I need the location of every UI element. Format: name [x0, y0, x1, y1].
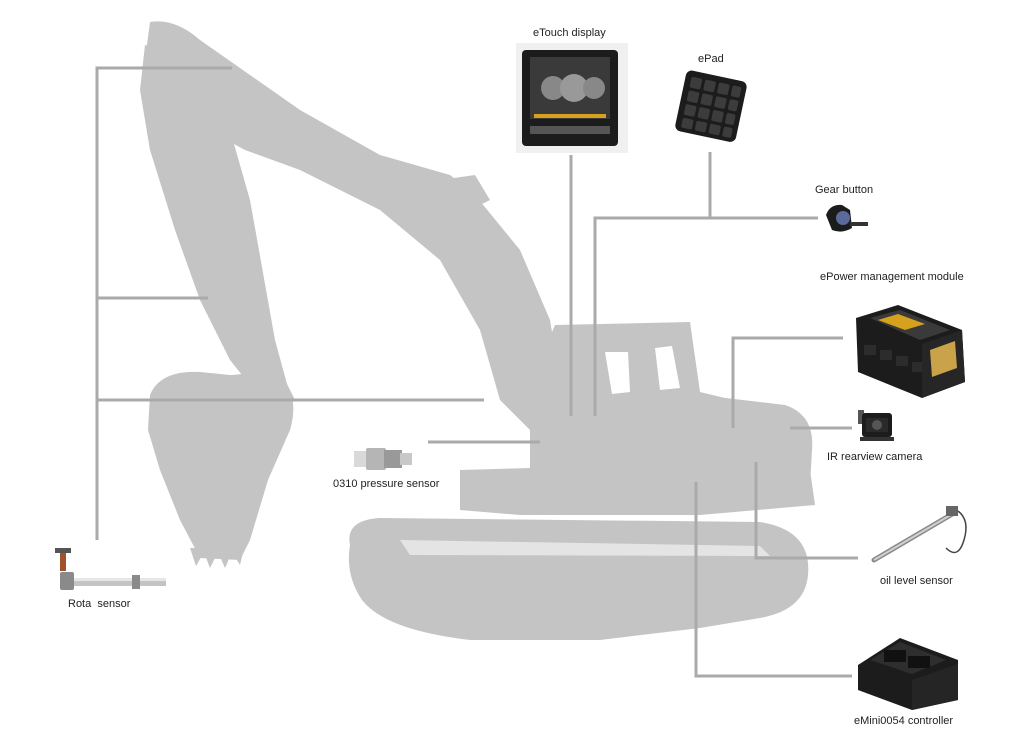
- oil-level-sensor-label: oil level sensor: [880, 575, 953, 587]
- epad-label: ePad: [698, 53, 724, 65]
- epower-module-label: ePower management module: [820, 271, 964, 283]
- excavator-stick: [140, 45, 290, 400]
- connector-oil: [754, 462, 858, 560]
- connector-emini: [694, 482, 852, 678]
- connector-epower: [731, 336, 843, 428]
- touch-display-icon: [516, 43, 628, 153]
- rotary-sensor-icon: [55, 548, 166, 590]
- pressure-sensor-icon: [354, 448, 412, 470]
- control-module-icon: [856, 305, 965, 398]
- excavator-cab-window-2: [605, 352, 630, 394]
- keypad-icon: [675, 70, 747, 142]
- excavator-track: [348, 518, 809, 640]
- connector-rota-bus: [95, 66, 232, 540]
- excavator-counterweight: [700, 395, 813, 485]
- excavator-track-gap: [400, 540, 770, 556]
- pressure-sensor-label: 0310 pressure sensor: [333, 478, 440, 490]
- camera-icon: [858, 410, 894, 441]
- excavator-bucket: [148, 371, 294, 560]
- push-button-icon: [826, 204, 868, 232]
- controller-icon: [858, 638, 958, 710]
- excavator-boom-cylinder: [440, 175, 490, 210]
- excavator-cab-window: [655, 346, 680, 390]
- ir-camera-label: IR rearview camera: [827, 451, 923, 463]
- emini-controller-label: eMini0054 controller: [854, 715, 954, 727]
- etouch-display-label: eTouch display: [533, 27, 606, 39]
- connector-lines: [95, 66, 858, 678]
- excavator-bucket-teeth: [190, 548, 244, 568]
- excavator-boom: [145, 21, 565, 431]
- connector-epad-gear: [593, 216, 818, 416]
- gear-button-label: Gear button: [815, 184, 874, 196]
- dipstick-sensor-icon: [871, 506, 967, 563]
- rota-sensor-label: Rota sensor: [68, 598, 131, 610]
